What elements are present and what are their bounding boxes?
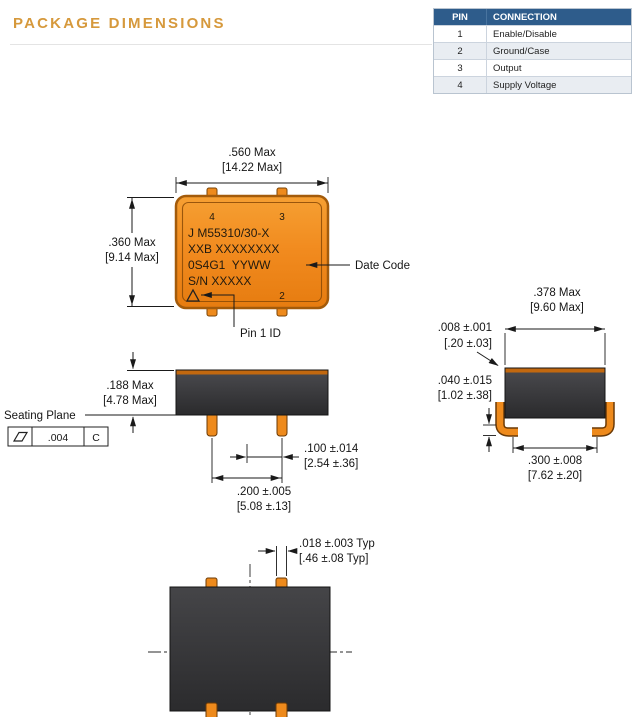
pin-number: 4 xyxy=(434,77,487,93)
dim-lid-thickness-in: .008 ±.001 xyxy=(438,322,492,334)
pin2-number: 2 xyxy=(279,291,285,302)
pin-connection: Supply Voltage xyxy=(493,79,557,91)
dim-depth-mm: [9.60 Max] xyxy=(530,302,584,314)
bottom-view xyxy=(148,564,352,717)
dim-lead-span-in: .300 ±.008 xyxy=(528,455,582,467)
dim-lead-width: .018 ±.003 Typ [.46 ±.08 Typ] xyxy=(258,538,375,576)
table-row: 1 Enable/Disable xyxy=(434,25,631,42)
top-view: 4 3 J M55310/30-X XXB XXXXXXXX 0S4G1 YYW… xyxy=(174,187,330,317)
pin1-id-callout: Pin 1 ID xyxy=(201,292,281,340)
seating-plane-label: Seating Plane xyxy=(4,410,76,422)
title-divider xyxy=(10,44,432,45)
pin-connection-table: PIN CONNECTION 1 Enable/Disable 2 Ground… xyxy=(433,8,632,94)
front-view-pin-left xyxy=(206,412,218,437)
dim-lead-thickness-mm: [1.02 ±.38] xyxy=(438,390,492,402)
dim-pin-spacing-in: .200 ±.005 xyxy=(237,486,291,498)
package-inner-outline xyxy=(181,201,323,303)
datum-frame-datum-cell xyxy=(83,426,109,447)
dim-height-in: .360 Max xyxy=(108,237,156,249)
dim-height-mm: [9.14 Max] xyxy=(105,252,159,264)
bottom-view-pin-bottom-left xyxy=(205,702,218,717)
pin-number: 1 xyxy=(434,26,487,42)
page-title: PACKAGE DIMENSIONS xyxy=(13,15,226,32)
dim-width: .560 Max [14.22 Max] xyxy=(175,147,329,193)
pin1-id-label: Pin 1 ID xyxy=(240,328,281,340)
front-view-body xyxy=(176,370,328,415)
dim-lead-thickness: .040 ±.015 [1.02 ±.38] xyxy=(438,375,496,452)
side-view-body xyxy=(505,368,605,418)
dim-lead-span: .300 ±.008 [7.62 ±.20] xyxy=(512,437,598,482)
marking-line-4: S/N XXXXX xyxy=(188,274,251,288)
package-body-top xyxy=(174,194,330,310)
pin-number: 2 xyxy=(434,43,487,59)
pin3-number: 3 xyxy=(279,212,285,223)
front-view xyxy=(175,369,329,437)
dim-lead-width-in: .018 ±.003 Typ xyxy=(299,538,375,550)
dim-height-text-bg xyxy=(93,233,171,267)
dim-body-height: .188 Max [4.78 Max] xyxy=(103,352,174,433)
pin-connection: Enable/Disable xyxy=(493,28,557,40)
pin-table-header-row: PIN CONNECTION xyxy=(434,9,631,25)
dim-lid-thickness: .008 ±.001 [.20 ±.03] xyxy=(438,322,499,366)
dim-depth-in: .378 Max xyxy=(533,287,581,299)
seating-plane: Seating Plane .004 C xyxy=(4,410,176,447)
pin-connection: Output xyxy=(493,62,522,74)
marking-line-2: XXB XXXXXXXX xyxy=(188,242,279,256)
front-view-pin-right xyxy=(276,412,288,437)
dim-pin-spacing-mm: [5.08 ±.13] xyxy=(237,501,291,513)
datum-frame-symbol-cell xyxy=(7,426,33,447)
side-view-lid-edge xyxy=(505,368,605,373)
front-view-outline xyxy=(175,369,329,416)
datum-reference-letter: C xyxy=(92,432,100,444)
dim-pin-offset-in: .100 ±.014 xyxy=(304,443,359,455)
dim-lid-thickness-mm: [.20 ±.03] xyxy=(444,338,492,350)
dim-height: .360 Max [9.14 Max] xyxy=(93,197,174,307)
dim-depth: .378 Max [9.60 Max] xyxy=(504,287,606,365)
side-view xyxy=(495,367,615,437)
side-view-lead-left xyxy=(496,402,518,436)
pin4-number: 4 xyxy=(209,212,215,223)
dim-pin-offset-mm: [2.54 ±.36] xyxy=(304,458,358,470)
pin-table-header-connection: CONNECTION xyxy=(493,11,557,23)
table-row: 2 Ground/Case xyxy=(434,42,631,59)
datum-tolerance-value: .004 xyxy=(48,432,69,444)
dim-width-in: .560 Max xyxy=(228,147,276,159)
dim-width-mm: [14.22 Max] xyxy=(222,162,282,174)
table-row: 4 Supply Voltage xyxy=(434,76,631,93)
dim-lead-width-mm: [.46 ±.08 Typ] xyxy=(299,553,368,565)
date-code-callout: Date Code xyxy=(306,260,410,272)
side-view-lead-right xyxy=(592,402,614,436)
side-view-outline xyxy=(504,367,606,419)
bottom-view-body xyxy=(169,586,331,712)
dim-body-height-mm: [4.78 Max] xyxy=(103,395,157,407)
dim-body-height-in: .188 Max xyxy=(106,380,154,392)
dim-lead-thickness-in: .040 ±.015 xyxy=(438,375,492,387)
pin-number: 3 xyxy=(434,60,487,76)
pin1-id-triangle-icon xyxy=(185,288,201,302)
front-view-lid-edge xyxy=(176,370,328,375)
marking-line-1: J M55310/30-X xyxy=(188,226,269,240)
bottom-view-pin-bottom-right xyxy=(275,702,288,717)
dim-pin-spacing: .100 ±.014 [2.54 ±.36] .200 ±.005 [5.08 … xyxy=(211,438,359,513)
marking-line-3: 0S4G1 YYWW xyxy=(188,258,271,272)
pin-table-header-pin: PIN xyxy=(434,9,487,25)
table-row: 3 Output xyxy=(434,59,631,76)
pin-connection: Ground/Case xyxy=(493,45,550,57)
flatness-symbol-icon xyxy=(12,431,29,442)
dim-lead-span-mm: [7.62 ±.20] xyxy=(528,470,582,482)
date-code-label: Date Code xyxy=(355,260,410,272)
